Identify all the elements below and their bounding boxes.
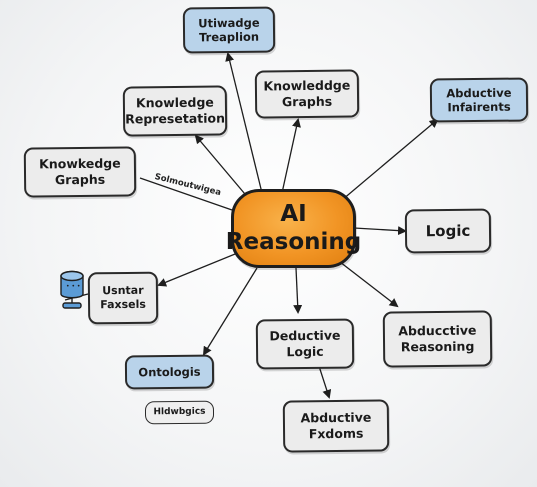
node-knowledge-representation[interactable]: Knowledge Represetation — [122, 85, 228, 137]
node-knowleddge-graphs-top[interactable]: Knowleddge Graphs — [254, 69, 360, 119]
node-ontologis[interactable]: Ontologis — [124, 354, 215, 390]
node-knowkedge-graphs-left[interactable]: Knowkedge Graphs — [23, 146, 137, 198]
node-abductive-fxdoms[interactable]: Abductive Fxdoms — [282, 399, 390, 453]
edge-to-abductive-inferents — [341, 118, 439, 201]
edge-to-logic — [353, 226, 407, 236]
node-abductive-inferents[interactable]: Abductive Infairents — [429, 77, 529, 123]
edge-to-utiwadge — [225, 52, 263, 194]
edge-to-knowledge-representation — [194, 134, 251, 201]
svg-text:• • •: • • • — [66, 283, 80, 290]
edge-to-knowleddge-graphs — [281, 118, 301, 194]
edge-to-ontologis — [202, 267, 258, 356]
node-logic[interactable]: Logic — [404, 208, 492, 254]
database-icon: • • • — [60, 270, 84, 309]
edge-to-abducctive-reasoning — [339, 261, 399, 308]
edge-to-knowkedge-graphs — [139, 177, 233, 211]
center-node-ai-reasoning[interactable]: AI Reasoning — [226, 189, 361, 268]
node-utiwadge-treaplion[interactable]: Utiwadge Treaplion — [182, 6, 276, 54]
node-hldwbgics[interactable]: Hldwbgics — [144, 400, 215, 425]
edge-to-usntar-faxsels — [157, 251, 241, 287]
node-deductive-logic[interactable]: Deductive Logic — [255, 318, 355, 370]
node-usntar-faxsels[interactable]: Usntar Faxsels — [87, 271, 159, 325]
edge-to-deductive-logic — [293, 267, 303, 314]
node-abducctive-reasoning[interactable]: Abducctive Reasoning — [382, 310, 493, 368]
